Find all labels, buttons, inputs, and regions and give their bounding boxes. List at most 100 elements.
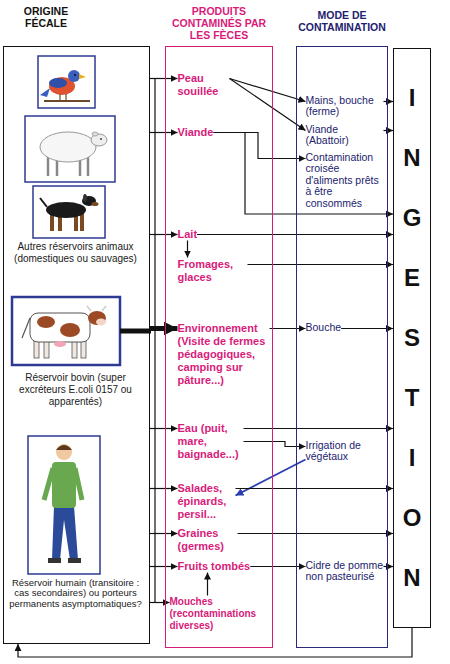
human-picture bbox=[68, 558, 81, 563]
caption-text: Réservoir humain (transitoire : cas seco… bbox=[7, 578, 145, 610]
mode-item: Irrigation de végétaux bbox=[306, 440, 384, 463]
product-item: Viande bbox=[178, 126, 214, 139]
flow-arrow bbox=[150, 428, 178, 429]
product-item: Fromages, glaces bbox=[178, 258, 248, 284]
cow-picture bbox=[87, 306, 91, 311]
product-label: Peau souillée bbox=[178, 72, 230, 98]
sheep-picture bbox=[25, 116, 115, 182]
flow-arrow bbox=[213, 133, 393, 215]
bird-picture bbox=[74, 74, 76, 76]
bird-picture bbox=[40, 88, 50, 97]
product-label: Mouches (recontaminations diverses) bbox=[170, 596, 270, 632]
human-picture bbox=[52, 506, 78, 560]
human-picture bbox=[52, 462, 76, 508]
cow-picture bbox=[96, 319, 106, 326]
human-picture bbox=[75, 468, 82, 500]
flow-arrow bbox=[150, 566, 178, 567]
sheep-picture bbox=[25, 116, 115, 182]
mode-label: Mains, bouche (ferme) bbox=[306, 95, 384, 118]
human-picture bbox=[44, 468, 53, 500]
cow-picture bbox=[102, 306, 106, 311]
dog-picture bbox=[83, 194, 87, 202]
bird-picture bbox=[79, 74, 86, 79]
caption-text: Autres réservoirs animaux (domestiques o… bbox=[8, 241, 144, 265]
product-item: Fruits tombés bbox=[178, 560, 251, 573]
cow-picture bbox=[30, 313, 90, 342]
panel-heading: PRODUITS CONTAMINÉS PAR LES FÈCES bbox=[163, 5, 275, 41]
products-panel: PRODUITS CONTAMINÉS PAR LES FÈCESPeau so… bbox=[165, 46, 273, 648]
mode-label: Irrigation de végétaux bbox=[306, 440, 384, 463]
human-picture bbox=[56, 445, 72, 450]
bird-picture bbox=[68, 70, 80, 82]
product-label: Salades, épinards, persil... bbox=[178, 482, 236, 521]
product-label: Lait bbox=[178, 228, 198, 241]
reservoir-caption: Réservoir bovin (super excréteurs E.coli… bbox=[8, 372, 144, 408]
human-picture bbox=[48, 558, 61, 563]
origin-panel: ORIGINE FÉCALEAutres réservoirs animaux … bbox=[3, 46, 150, 644]
mode-label: Contamination croisée d'aliments prêts à… bbox=[306, 152, 384, 210]
cow-picture bbox=[12, 297, 151, 365]
product-label: Viande bbox=[178, 126, 214, 139]
product-label: Environnement (Visite de fermes pédagogi… bbox=[178, 322, 270, 387]
cow-picture bbox=[54, 341, 66, 347]
mode-item: Mains, bouche (ferme) bbox=[306, 95, 384, 118]
flow-arrow bbox=[207, 573, 208, 596]
ingestion-label: INGESTION bbox=[402, 68, 421, 608]
panel-heading: ORIGINE FÉCALE bbox=[10, 5, 82, 29]
dog-picture bbox=[33, 186, 105, 238]
flow-arrow bbox=[244, 428, 394, 429]
flow-arrow bbox=[270, 328, 306, 329]
ingestion-box: INGESTION bbox=[393, 48, 431, 628]
dog-picture bbox=[40, 198, 47, 207]
bird-picture bbox=[49, 78, 67, 88]
flow-arrow bbox=[150, 488, 178, 489]
dog-picture bbox=[33, 186, 105, 238]
cow-picture bbox=[37, 316, 55, 328]
product-label: Fruits tombés bbox=[178, 560, 251, 573]
cow-picture bbox=[60, 323, 80, 337]
sheep-picture bbox=[92, 132, 98, 136]
flow-arrow bbox=[248, 264, 394, 265]
mode-item: Cidre de pomme non pasteurisé bbox=[306, 560, 384, 583]
flow-arrow bbox=[250, 566, 305, 567]
flow-arrow bbox=[150, 326, 178, 331]
product-item: Mouches (recontaminations diverses) bbox=[170, 596, 270, 632]
sheep-picture bbox=[47, 156, 50, 176]
flow-arrow bbox=[150, 78, 178, 79]
flow-arrow bbox=[238, 533, 394, 534]
flow-arrow bbox=[341, 328, 393, 329]
bird-picture bbox=[44, 100, 90, 102]
flow-arrow bbox=[384, 130, 394, 131]
flow-arrow bbox=[187, 241, 188, 258]
human-picture bbox=[28, 436, 100, 574]
product-label: Graines (germes) bbox=[178, 527, 238, 553]
human-picture bbox=[28, 436, 100, 574]
bird-picture bbox=[59, 94, 60, 101]
product-item: Environnement (Visite de fermes pédagogi… bbox=[178, 322, 270, 387]
flow-arrow bbox=[150, 132, 178, 133]
product-item: Lait bbox=[178, 228, 198, 241]
flow-arrow bbox=[230, 79, 306, 131]
sheep-picture bbox=[40, 132, 96, 162]
cow-picture bbox=[22, 318, 30, 338]
product-item: Eau (puit, mare, baignade...) bbox=[178, 422, 244, 461]
human-picture bbox=[56, 444, 72, 460]
product-item: Salades, épinards, persil... bbox=[178, 482, 236, 521]
flow-arrow bbox=[150, 234, 178, 235]
bird-picture bbox=[65, 94, 66, 101]
flow-arrow bbox=[213, 133, 305, 159]
product-item: Graines (germes) bbox=[178, 527, 238, 553]
reservoir-caption: Réservoir humain (transitoire : cas seco… bbox=[7, 578, 145, 610]
flow-arrow bbox=[18, 628, 412, 657]
flow-arrow bbox=[384, 566, 394, 567]
mode-item: Viande (Abattoir) bbox=[306, 124, 384, 147]
mode-item: Bouche bbox=[306, 322, 342, 334]
dog-picture bbox=[92, 202, 99, 206]
product-label: Eau (puit, mare, baignade...) bbox=[178, 422, 244, 461]
mode-item: Contamination croisée d'aliments prêts à… bbox=[306, 152, 384, 210]
bird-picture bbox=[38, 56, 95, 108]
mode-label: Cidre de pomme non pasteurisé bbox=[306, 560, 384, 583]
reservoir-caption: Autres réservoirs animaux (domestiques o… bbox=[8, 241, 144, 265]
panel-heading: MODE DE CONTAMINATION bbox=[290, 9, 394, 33]
